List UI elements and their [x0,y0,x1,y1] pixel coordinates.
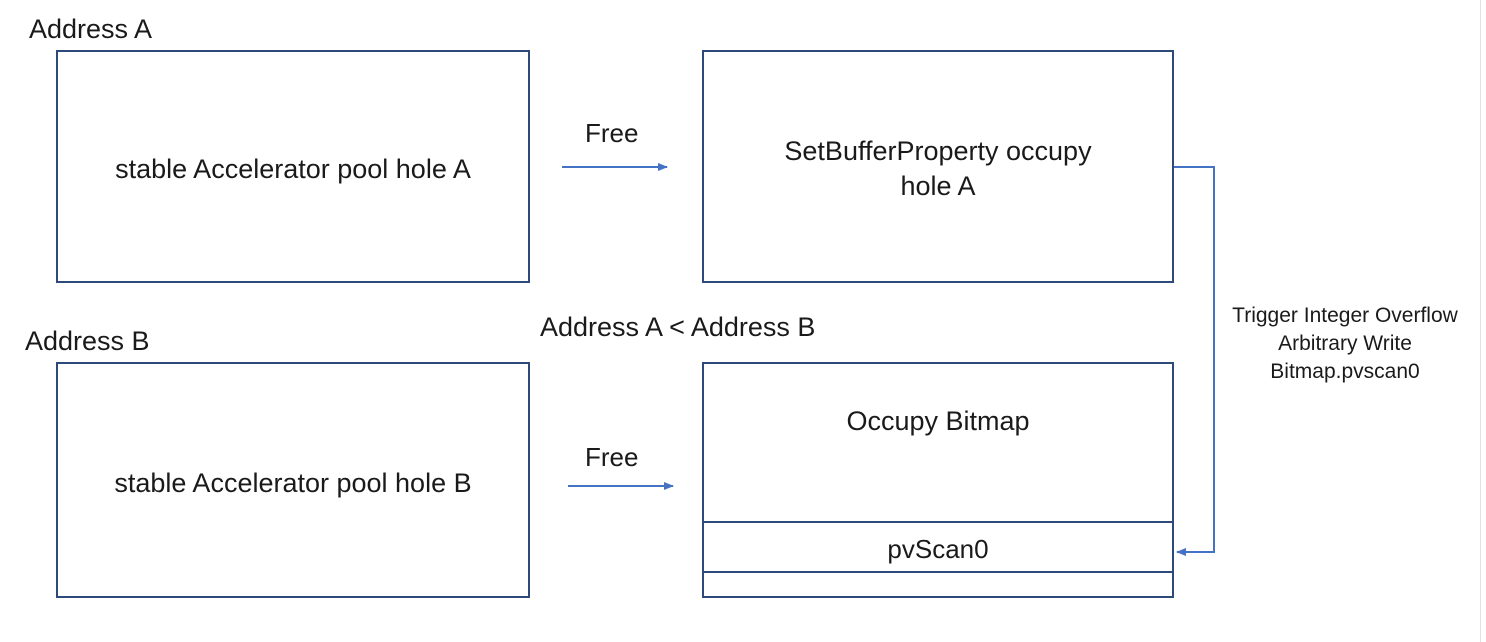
pvscan0-text: pvScan0 [887,534,989,564]
hole-a-text: stable Accelerator pool hole A [115,154,471,184]
address-a-label: Address A [29,14,153,44]
free-top-label: Free [585,118,639,148]
address-b-label: Address B [25,326,150,356]
hole-a-box: stable Accelerator pool hole A [56,50,530,283]
overflow-arrow [1174,166,1215,556]
free-bottom-label: Free [585,442,639,472]
pvscan0-row: pvScan0 [704,521,1172,573]
overflow-note: Trigger Integer Overflow Arbitrary Write… [1220,302,1470,386]
overflow-note-line2: Arbitrary Write [1278,332,1412,355]
overflow-note-line1: Trigger Integer Overflow [1232,304,1458,327]
setbuffer-text-line1: SetBufferProperty occupy [784,136,1092,166]
hole-b-box: stable Accelerator pool hole B [56,362,530,598]
overflow-note-line3: Bitmap.pvscan0 [1270,360,1420,383]
setbuffer-text-line2: hole A [900,171,976,202]
bitmap-box: Occupy Bitmap pvScan0 [702,362,1174,598]
bitmap-text: Occupy Bitmap [846,406,1030,436]
address-compare-label: Address A < Address B [540,312,816,342]
setbuffer-box: SetBufferProperty occupy hole A [702,50,1174,283]
hole-b-text: stable Accelerator pool hole B [114,468,472,498]
setbuffer-text: SetBufferProperty occupy hole A [704,134,1172,204]
page-edge-divider [1480,0,1481,642]
